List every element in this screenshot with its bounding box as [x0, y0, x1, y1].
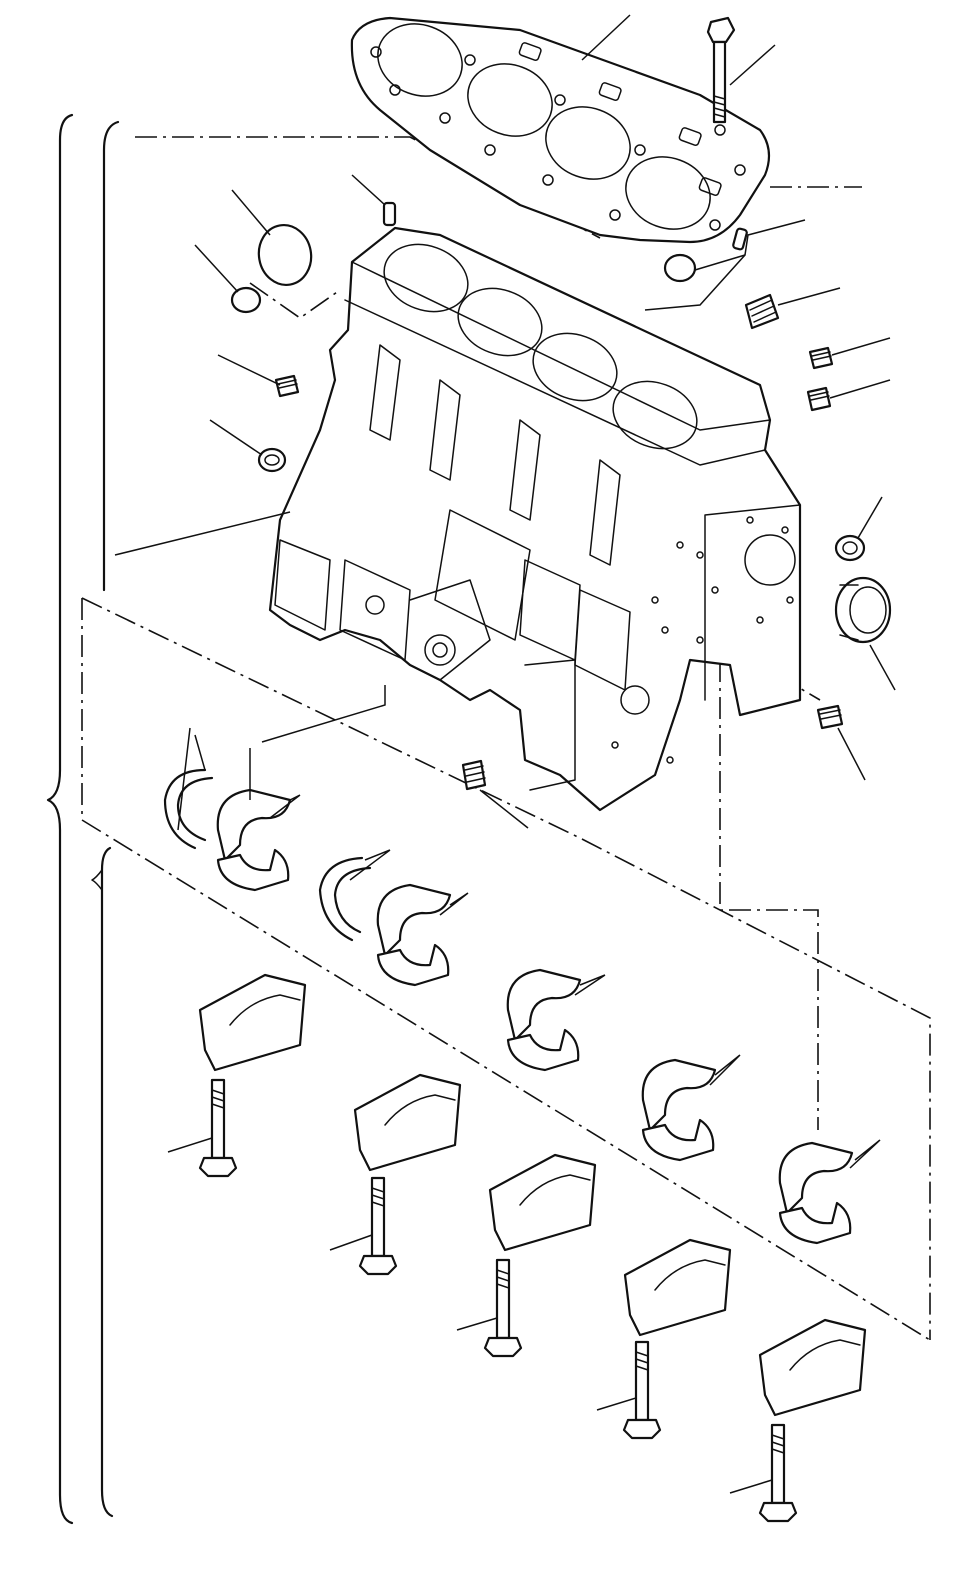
head-bolt [706, 16, 736, 124]
main-bearing-cap-2 [353, 1073, 462, 1172]
leader-oil-plug-2 [829, 379, 891, 399]
main-bearing-cap-1 [198, 973, 307, 1072]
leader-shell-3 [574, 974, 606, 996]
leader-shell-5 [849, 1139, 881, 1169]
leader-cap-bolt-4 [596, 1397, 637, 1411]
leader-oil-plug-left [217, 354, 281, 386]
main-cap-bolt-3 [483, 1258, 523, 1358]
leader-oil-plug-1 [831, 337, 891, 356]
main-bearing-shell-3 [506, 968, 582, 1072]
expansion-plug-small [230, 286, 262, 314]
seal-ring-left [257, 447, 287, 473]
seal-ring-right [834, 534, 866, 562]
dowel-pin-right [732, 227, 748, 251]
leader-plug-large [231, 189, 271, 236]
oil-plug-right-2 [806, 386, 832, 412]
drain-plug-bottom [461, 759, 487, 791]
expansion-plug-large [257, 224, 313, 286]
main-cap-bolt-4 [622, 1340, 662, 1440]
expansion-plug-top [663, 253, 697, 283]
leader-cap-bolt-2 [329, 1234, 373, 1251]
leader-thrust-2 [349, 849, 391, 881]
leader-head-bolt [729, 44, 776, 86]
main-bearing-cap-4 [623, 1238, 732, 1337]
leader-cap-bolt-1 [167, 1137, 213, 1153]
thrust-washer-pair-1 [163, 768, 214, 850]
leader-shell-group [261, 685, 386, 743]
main-bearing-cap-3 [488, 1153, 597, 1252]
main-bearing-shell-1 [216, 788, 292, 892]
leader-thrust-1 [177, 727, 206, 831]
taper-plug [744, 293, 780, 330]
leader-seal-right [857, 496, 883, 539]
leader-bushing [869, 644, 896, 691]
assembly-brace-outer [46, 113, 74, 1525]
head-gasket [350, 16, 771, 244]
leader-plug-small [194, 244, 239, 293]
leader-plug-top [694, 254, 746, 271]
leader-drain-bottom [479, 789, 529, 829]
camshaft-bushing [834, 576, 892, 644]
drain-plug-right [816, 704, 844, 730]
dowel-pin-left [382, 201, 397, 227]
leader-dowel-left [351, 174, 386, 206]
main-bearing-cap-5 [758, 1318, 867, 1417]
main-bearing-shell-5 [778, 1141, 854, 1245]
leader-block [114, 511, 291, 556]
leader-shell-1 [249, 748, 301, 819]
leader-seal-left [209, 419, 263, 456]
leader-cap-bolt-5 [729, 1479, 773, 1494]
main-cap-bolt-1 [198, 1078, 238, 1178]
assembly-brace-inner [91, 120, 120, 1518]
leader-shell-2 [439, 892, 469, 916]
leader-drain-right [837, 727, 866, 781]
main-bearing-shell-2 [376, 883, 452, 987]
leader-shell-4 [709, 1054, 741, 1086]
main-cap-bolt-5 [758, 1423, 798, 1523]
leader-cap-bolt-3 [456, 1317, 498, 1331]
leader-head-gasket [581, 14, 631, 61]
main-bearing-shell-4 [641, 1058, 717, 1162]
oil-plug-left [274, 374, 300, 398]
cylinder-block [268, 226, 802, 812]
leader-taper-plug [777, 287, 841, 306]
oil-plug-right-1 [808, 346, 834, 370]
thrust-washer-pair-2 [318, 856, 372, 942]
callout-leaders [114, 14, 896, 1494]
main-cap-bolt-2 [358, 1176, 398, 1276]
